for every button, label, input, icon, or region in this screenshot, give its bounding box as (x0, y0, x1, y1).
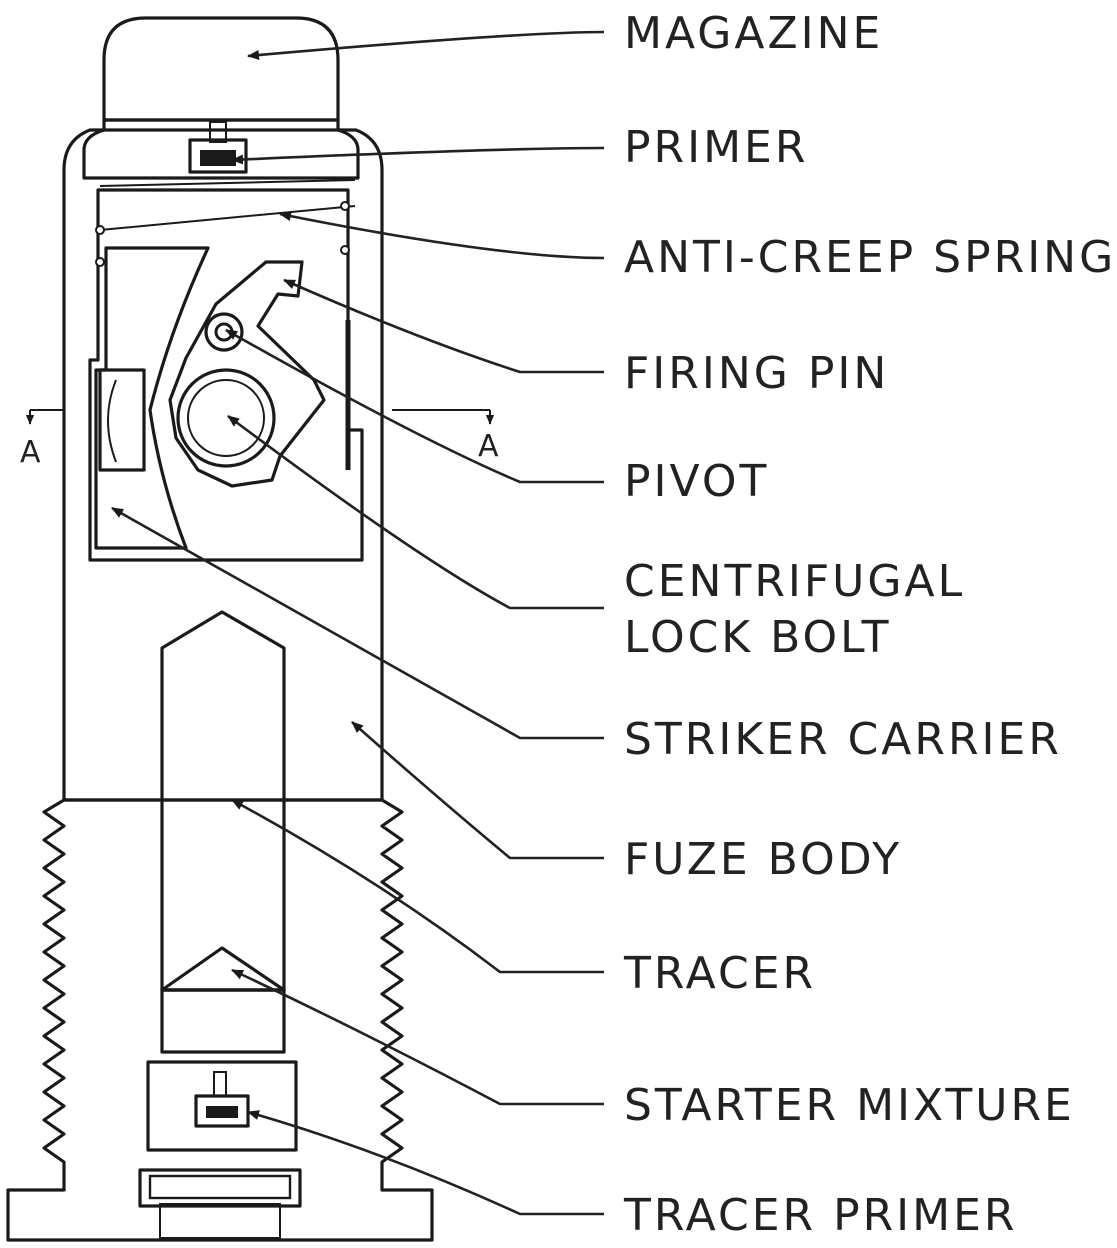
section-mark-right: A (478, 429, 499, 464)
label-fuze-body: FUZE BODY (624, 834, 902, 885)
primer-part (188, 121, 248, 174)
tracer-primer-part (138, 1060, 302, 1239)
anti-creep-spring-part (95, 179, 356, 267)
striker-carrier-part (94, 246, 210, 550)
section-line-a-a: A A (20, 409, 499, 470)
label-pivot: PIVOT (624, 456, 769, 507)
firing-pin-rotor-part (168, 260, 326, 488)
label-firing-pin: FIRING PIN (624, 348, 889, 399)
label-lock-bolt: LOCK BOLT (624, 612, 892, 663)
label-primer: PRIMER (624, 122, 808, 173)
label-magazine: MAGAZINE (624, 8, 883, 59)
part-labels: MAGAZINE PRIMER ANTI-CREEP SPRING FIRING… (623, 8, 1116, 1241)
internal-cavity (88, 188, 364, 562)
label-tracer: TRACER (623, 948, 816, 999)
leader-lines (111, 30, 605, 1216)
label-centrifugal: CENTRIFUGAL (624, 556, 965, 607)
tracer-part (160, 610, 286, 1054)
label-tracer-primer: TRACER PRIMER (623, 1190, 1018, 1241)
section-mark-left: A (20, 435, 41, 470)
label-striker-carrier: STRIKER CARRIER (624, 714, 1062, 765)
fuze-body-part (6, 128, 434, 1242)
label-starter-mixture: STARTER MIXTURE (624, 1080, 1075, 1131)
label-anti-creep-spring: ANTI-CREEP SPRING (624, 232, 1116, 283)
